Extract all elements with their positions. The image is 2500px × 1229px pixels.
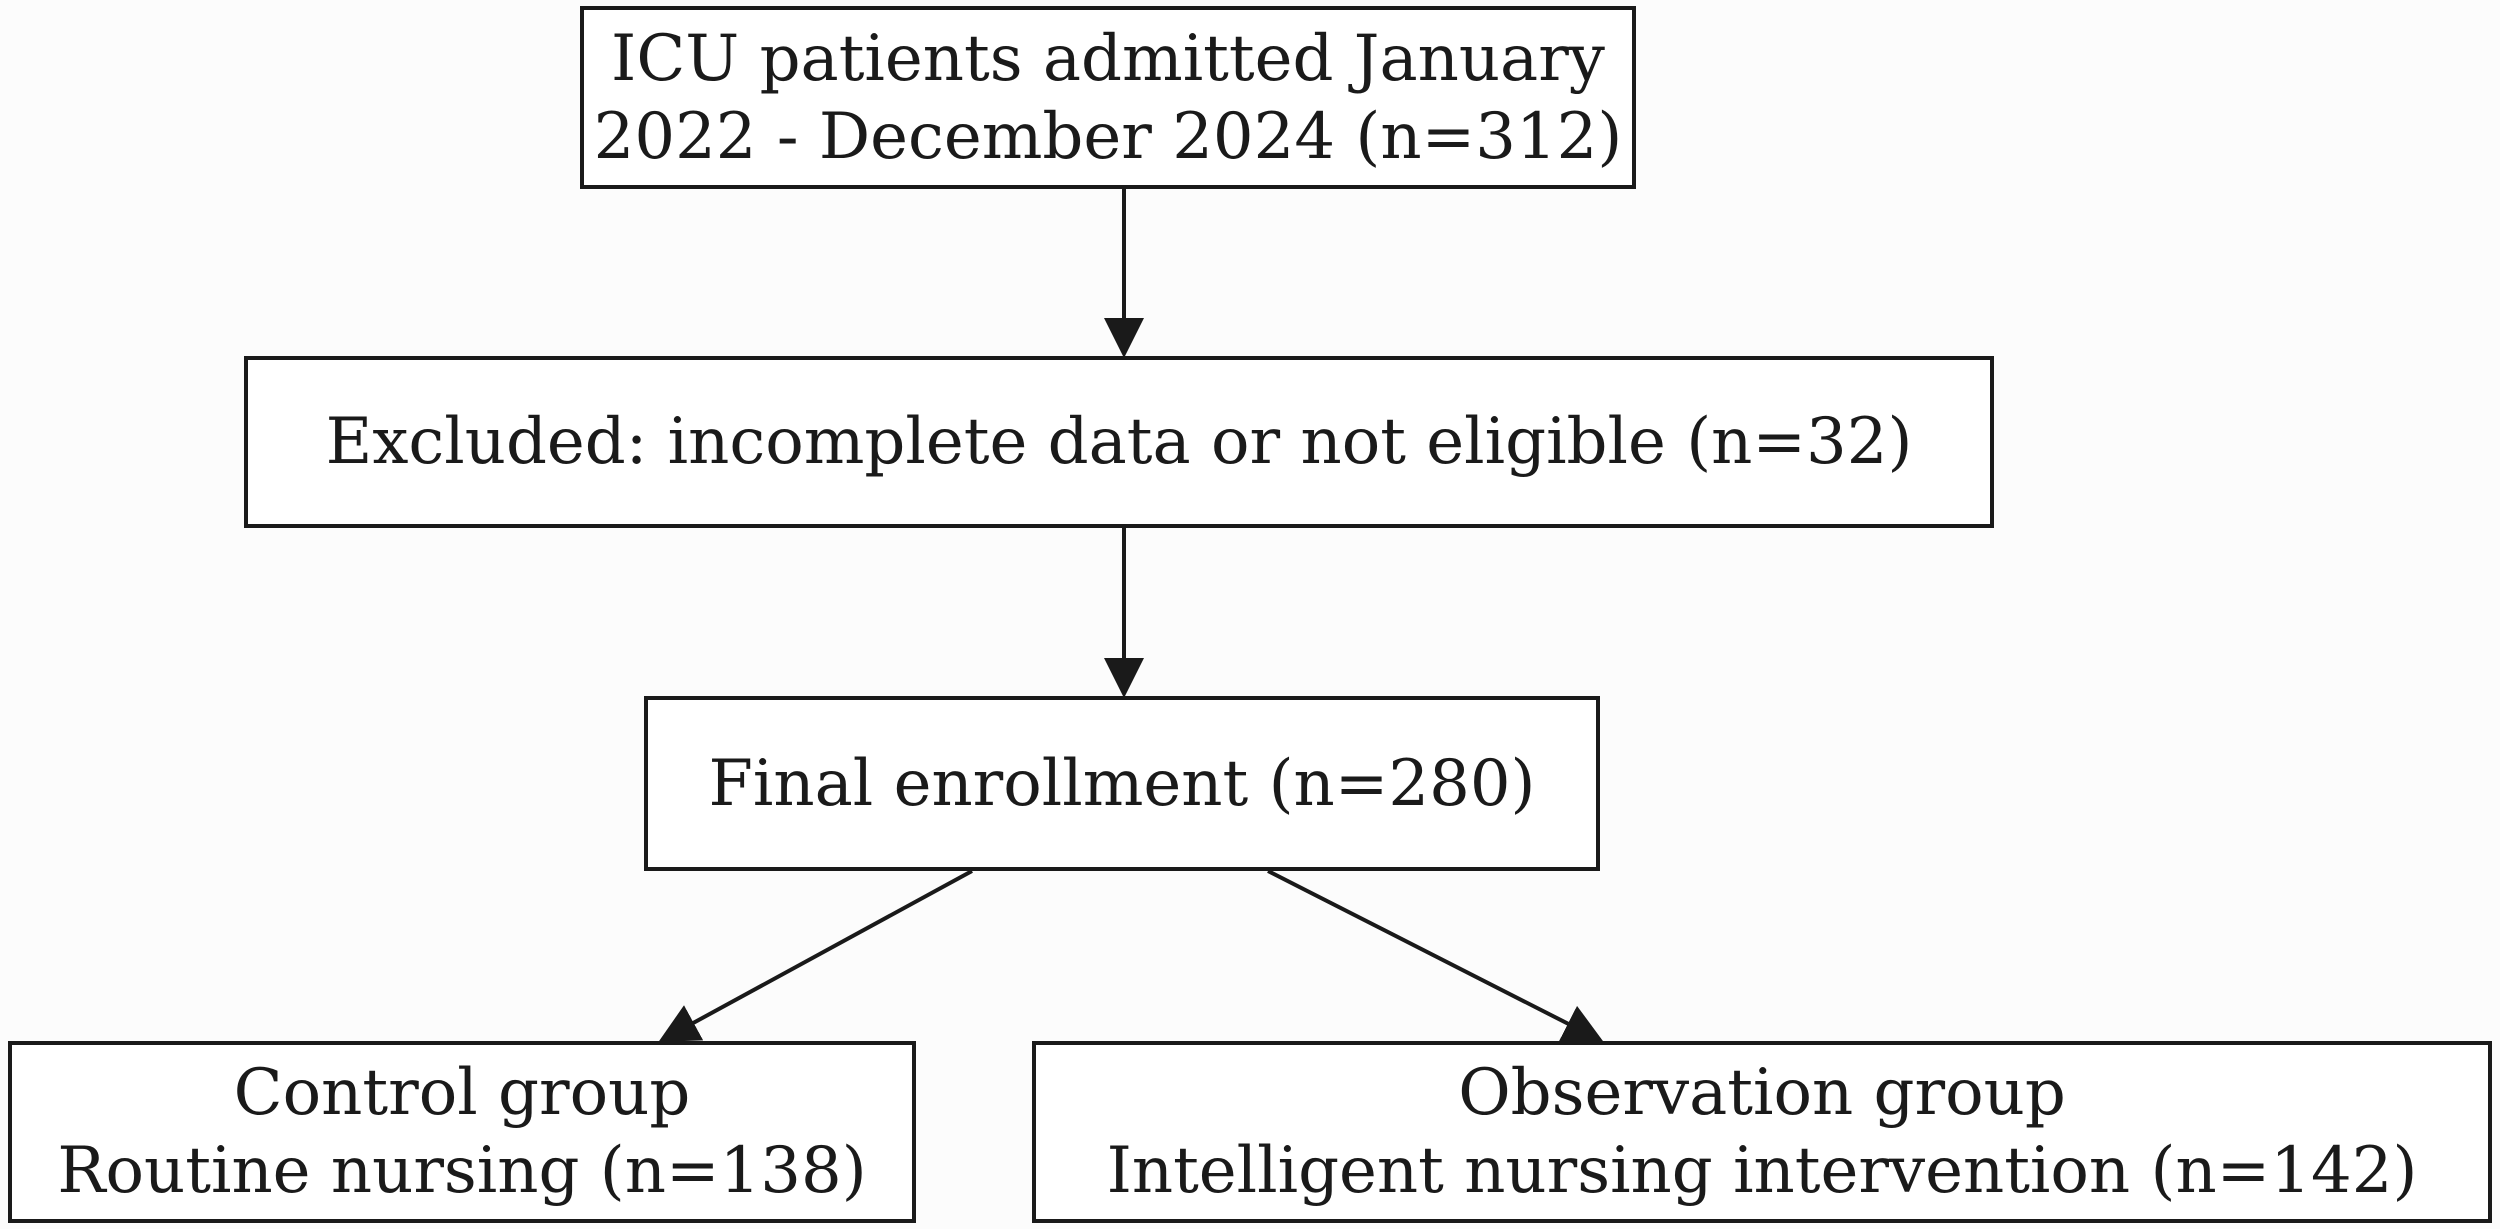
node-admitted-line1: ICU patients admitted January bbox=[611, 21, 1605, 96]
node-control-group: Control group Routine nursing (n=138) bbox=[8, 1041, 916, 1223]
node-observation-group: Observation group Intelligent nursing in… bbox=[1032, 1041, 2492, 1223]
node-observation-line1: Observation group bbox=[1458, 1056, 2066, 1130]
node-final-line1: Final enrollment (n=280) bbox=[708, 746, 1536, 821]
arrow-final-to-control bbox=[658, 869, 973, 1042]
node-observation-line2: Intelligent nursing intervention (n=142) bbox=[1106, 1134, 2418, 1208]
node-admitted-line2: 2022 - December 2024 (n=312) bbox=[593, 99, 1623, 174]
node-excluded: Excluded: incomplete data or not eligibl… bbox=[244, 356, 1994, 528]
arrow-final-to-observation bbox=[1267, 869, 1604, 1042]
node-control-line1: Control group bbox=[233, 1056, 691, 1130]
node-control-line2: Routine nursing (n=138) bbox=[57, 1134, 867, 1208]
node-icu-patients-admitted: ICU patients admitted January 2022 - Dec… bbox=[580, 6, 1636, 189]
node-final-enrollment: Final enrollment (n=280) bbox=[644, 696, 1600, 871]
node-excluded-line1: Excluded: incomplete data or not eligibl… bbox=[325, 405, 1913, 479]
